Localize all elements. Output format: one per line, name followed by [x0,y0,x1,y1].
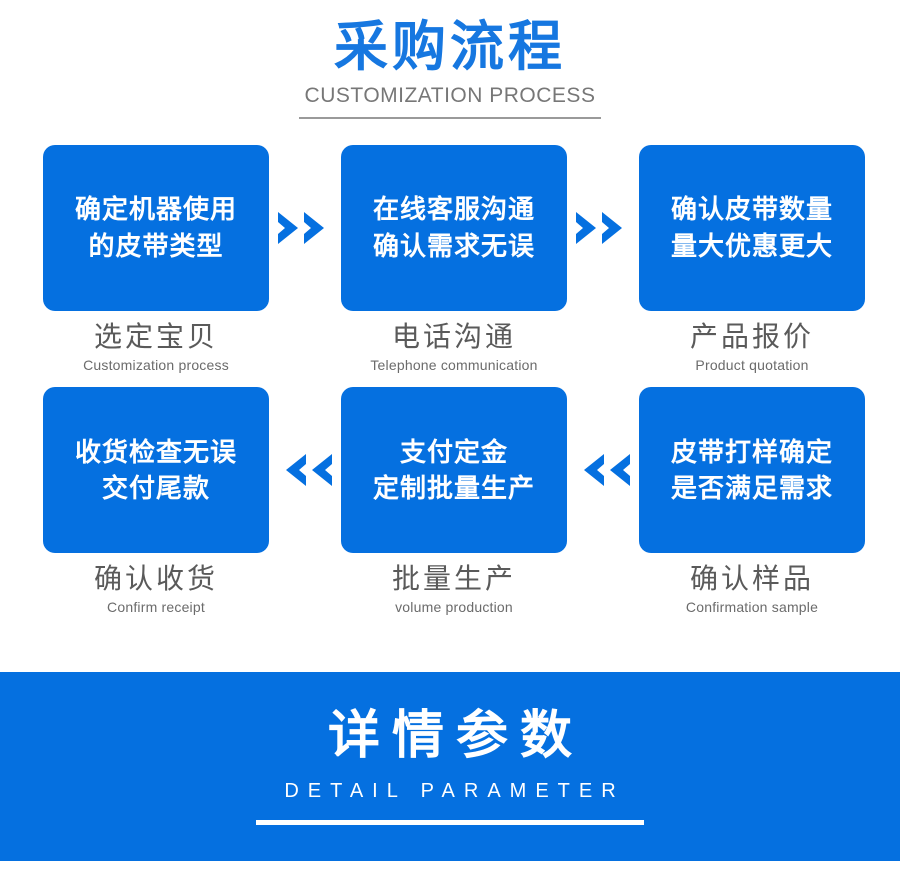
flow-step-5-caption-en: volume production [395,599,513,616]
flow-step-3-box[interactable]: 确认皮带数量 量大优惠更大 [639,145,865,312]
page-title: 采购流程 [334,17,566,77]
flow-step-4[interactable]: 皮带打样确定 是否满足需求 确认样品 Confirmation sample [639,387,865,615]
flow-step-5-caption-cn: 批量生产 [391,563,516,595]
flow-step-5-box[interactable]: 支付定金 定制批量生产 [341,387,567,554]
flow-step-4-box-line-1: 皮带打样确定 [670,436,833,467]
flow-arrow-left-2-icon [567,387,639,553]
flow-step-5[interactable]: 支付定金 定制批量生产 批量生产 volume production [341,387,567,615]
flow-arrow-right-2-icon [567,145,639,311]
banner-divider [256,819,644,825]
flow-arrow-left-1-icon [269,387,341,553]
flow-step-2-box-line-2: 确认需求无误 [372,231,535,262]
flow-step-5-box-line-1: 支付定金 [399,436,508,467]
page-subtitle: CUSTOMIZATION PROCESS [298,84,602,120]
flow-row-1: 确定机器使用 的皮带类型 选定宝贝 Customization process … [43,145,865,373]
flow-step-6-box-line-2: 交付尾款 [101,473,210,504]
flow-step-1-caption-cn: 选定宝贝 [93,321,218,353]
flow-step-3-caption-cn: 产品报价 [689,321,814,353]
detail-parameter-banner: 详情参数 DETAIL PARAMETER [0,672,900,861]
flow-step-1-box-line-1: 确定机器使用 [74,194,237,225]
flow-step-6-caption-cn: 确认收货 [93,563,218,595]
flow-step-6-box-line-1: 收货检查无误 [74,436,237,467]
flow-step-6-caption-en: Confirm receipt [107,599,205,616]
flow-step-6-box[interactable]: 收货检查无误 交付尾款 [43,387,269,554]
flow-step-2-box[interactable]: 在线客服沟通 确认需求无误 [341,145,567,312]
banner-title-cn: 详情参数 [327,707,584,766]
flow-row-2: 收货检查无误 交付尾款 确认收货 Confirm receipt 支付定金 定制… [43,387,865,615]
flow-step-6[interactable]: 收货检查无误 交付尾款 确认收货 Confirm receipt [43,387,269,615]
flow-step-4-box[interactable]: 皮带打样确定 是否满足需求 [639,387,865,554]
flow-step-2-caption-cn: 电话沟通 [391,321,516,353]
flow-step-4-caption-en: Confirmation sample [685,599,819,616]
flow-step-5-box-line-2: 定制批量生产 [372,473,535,504]
flow-step-4-caption-cn: 确认样品 [689,563,814,595]
flow-step-2-caption-en: Telephone communication [370,356,538,373]
flow-step-1-box-line-2: 的皮带类型 [88,231,224,262]
flow-step-1-box[interactable]: 确定机器使用 的皮带类型 [43,145,269,312]
flow-step-3[interactable]: 确认皮带数量 量大优惠更大 产品报价 Product quotation [639,145,865,373]
page-header: 采购流程 CUSTOMIZATION PROCESS [0,0,900,120]
flow-step-2[interactable]: 在线客服沟通 确认需求无误 电话沟通 Telephone communicati… [341,145,567,373]
flow-step-1-caption-en: Customization process [83,356,229,373]
flow-step-3-caption-en: Product quotation [695,356,809,373]
flow-step-1[interactable]: 确定机器使用 的皮带类型 选定宝贝 Customization process [43,145,269,373]
flow-step-3-box-line-2: 量大优惠更大 [670,231,833,262]
flow-arrow-right-1-icon [269,145,341,311]
banner-title-en: DETAIL PARAMETER [284,779,625,802]
purchase-flow-diagram: 确定机器使用 的皮带类型 选定宝贝 Customization process … [0,145,900,616]
flow-step-3-box-line-1: 确认皮带数量 [670,194,833,225]
flow-step-4-box-line-2: 是否满足需求 [670,473,833,504]
flow-step-2-box-line-1: 在线客服沟通 [372,194,535,225]
